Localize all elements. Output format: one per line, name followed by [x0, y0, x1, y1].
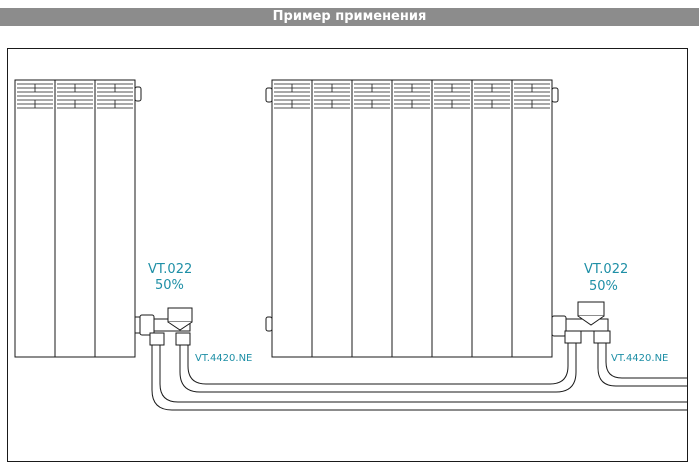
right-radiator-section: [511, 79, 553, 358]
right-radiator-section: [471, 79, 513, 358]
pipe-outer-left-inner: [159, 345, 688, 403]
left-fitting-a: [149, 332, 165, 346]
right-radiator-section: [431, 79, 473, 358]
right-fitting-a: [564, 330, 582, 344]
right-radiator-section: [351, 79, 393, 358]
right-radiator-section: [311, 79, 353, 358]
pipe-right-outer: [597, 342, 688, 387]
pipe-inner-outer: [179, 342, 577, 393]
left-valve-head: [167, 307, 193, 323]
right-valve-cone: [577, 315, 605, 326]
left-valve-assembly: [134, 307, 193, 346]
left-radiator-section: [14, 79, 56, 358]
left-radiator: [14, 79, 142, 358]
pipe-right-inner: [605, 342, 688, 379]
right-radiator-section: [271, 79, 313, 358]
valve-right-code: VT.022: [584, 262, 629, 277]
valve-left-code: VT.022: [148, 262, 193, 277]
pipe-inner-inner: [187, 342, 569, 385]
right-fitting-b: [593, 330, 611, 344]
header-title: Пример применения: [272, 9, 427, 24]
right-radiator-section: [391, 79, 433, 358]
left-fitting-b: [175, 332, 191, 346]
left-radiator-section: [54, 79, 96, 358]
left-top-plug: [134, 86, 142, 102]
pipe-outer-left-outer: [151, 345, 688, 411]
left-plug: [134, 316, 141, 334]
right-valve-assembly: [551, 301, 611, 344]
fitting-right-code: VT.4420.NE: [611, 353, 669, 364]
right-valve-head: [577, 301, 605, 317]
fitting-left-code: VT.4420.NE: [195, 353, 253, 364]
pipes: [151, 342, 688, 411]
right-bottom-left-plug: [265, 316, 273, 332]
right-nut: [551, 315, 567, 337]
valve-left-setting: 50%: [155, 278, 184, 293]
right-top-left-plug: [265, 87, 273, 103]
left-radiator-section: [94, 79, 136, 358]
right-top-right-plug: [551, 87, 559, 103]
valve-right-setting: 50%: [589, 279, 618, 294]
section-header: Пример применения: [0, 8, 699, 26]
diagram-frame: [7, 48, 688, 462]
right-radiator: [265, 79, 559, 358]
left-nut: [139, 314, 155, 336]
left-valve-cone: [167, 321, 193, 331]
